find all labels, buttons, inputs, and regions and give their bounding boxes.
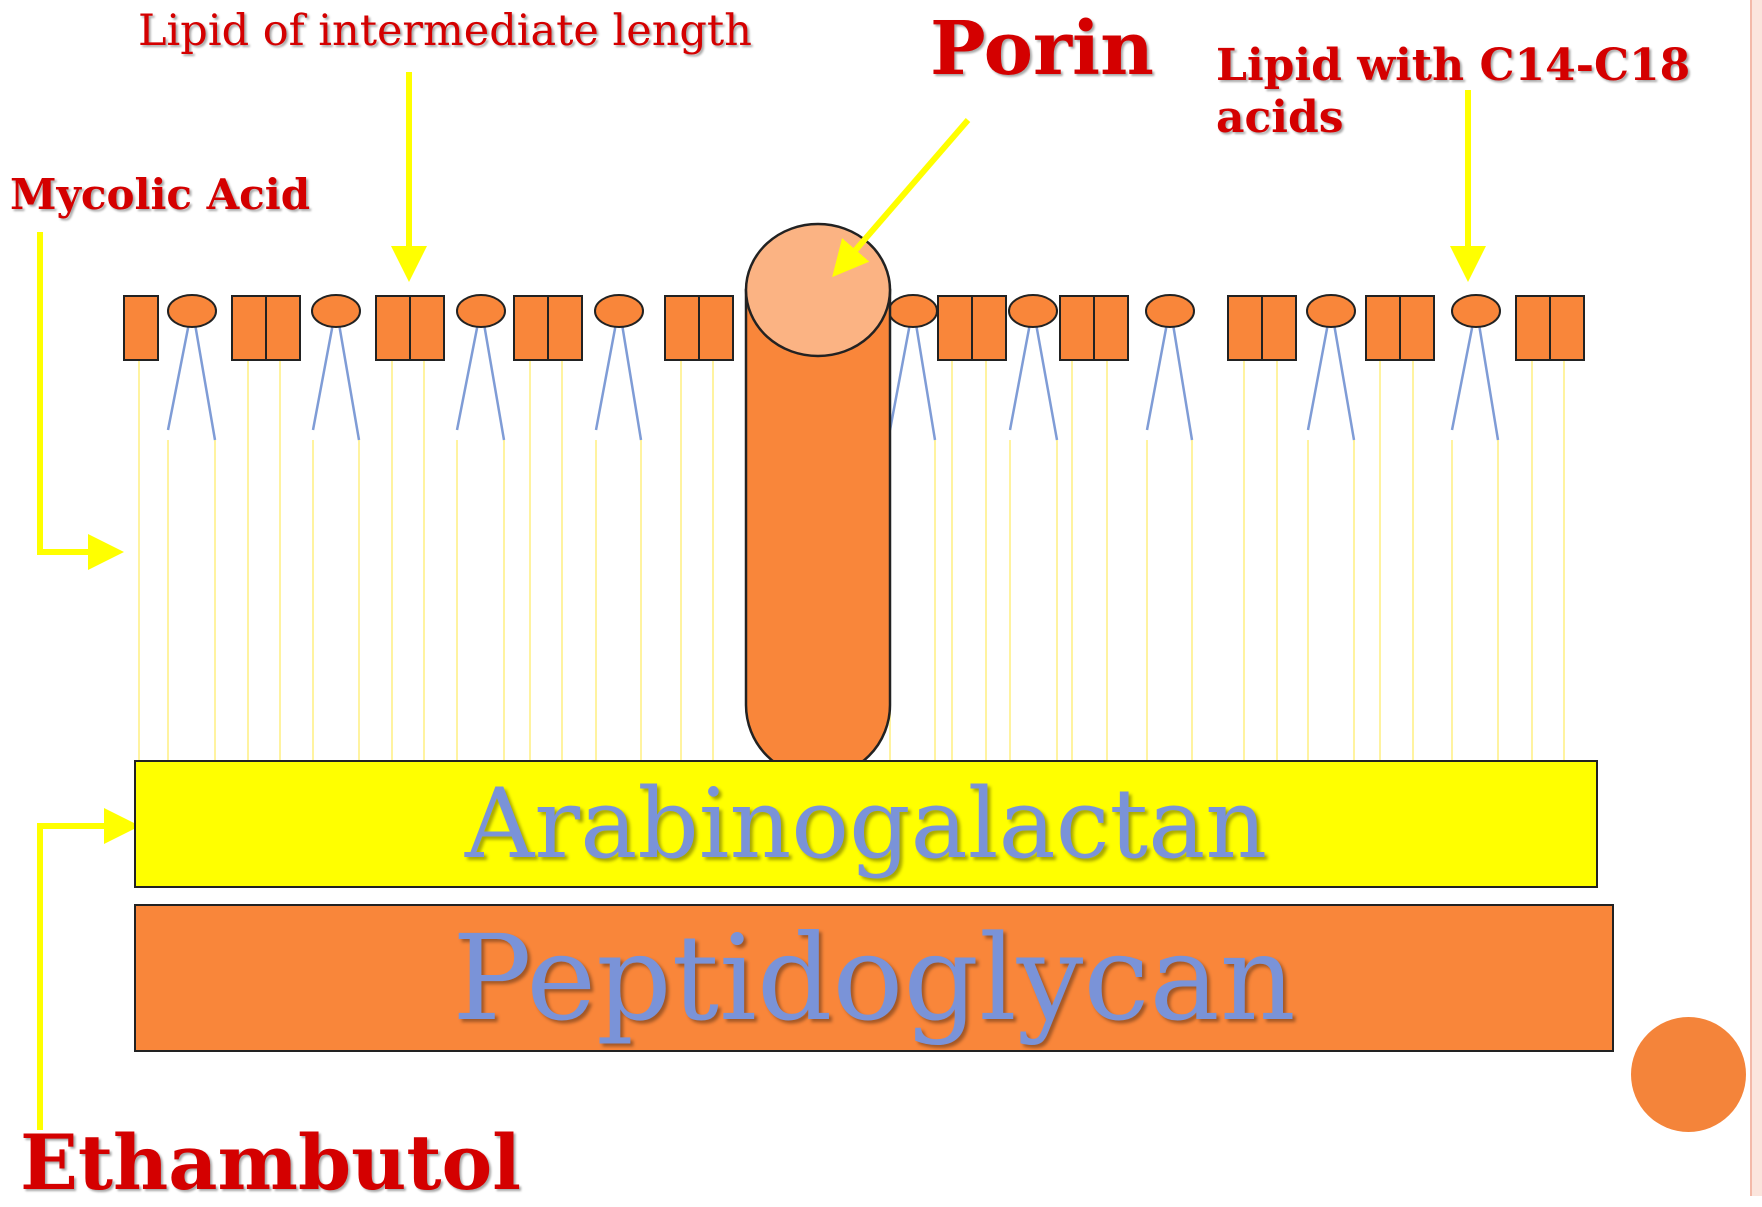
mycolic-acid-label: Mycolic Acid [10, 170, 310, 219]
porin-label: Porin [930, 6, 1154, 92]
peptidoglycan-label: Peptidoglycan [452, 909, 1296, 1047]
arabinogalactan-layer: Arabinogalactan [134, 760, 1598, 888]
arabinogalactan-label: Arabinogalactan [465, 768, 1267, 880]
mycolic-acid-arrow [40, 232, 112, 552]
peptidoglycan-layer: Peptidoglycan [134, 904, 1614, 1052]
porin-arrow [840, 120, 968, 268]
c14-c18-lipid-label: Lipid with C14-C18 acids [1216, 40, 1746, 144]
ethambutol-arrow [40, 826, 128, 1130]
porin-channel [746, 224, 890, 777]
ethambutol-label: Ethambutol [20, 1118, 521, 1207]
intermediate-lipid-label: Lipid of intermediate length [138, 6, 752, 56]
